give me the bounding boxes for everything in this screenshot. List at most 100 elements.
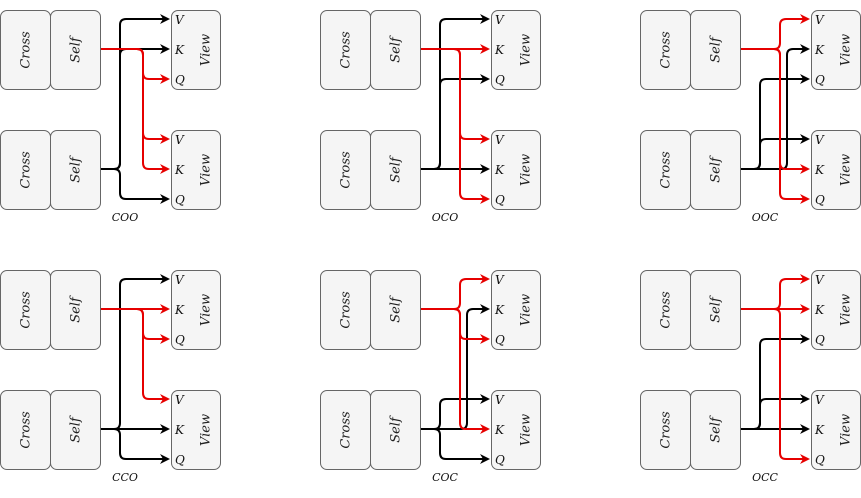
context-route bbox=[101, 18, 168, 170]
routing-panel-coc: Cross Self View V K Q Cross Self View V … bbox=[320, 260, 545, 490]
arrowhead-icon bbox=[800, 74, 810, 84]
query-route bbox=[741, 308, 808, 460]
view-block-bottom: View V K Q bbox=[811, 390, 861, 470]
context-route bbox=[421, 18, 488, 170]
panel-caption: OCC bbox=[752, 471, 778, 484]
context-route bbox=[741, 398, 808, 430]
port-k: K bbox=[175, 423, 184, 437]
port-v: V bbox=[175, 133, 184, 147]
arrowhead-icon bbox=[800, 14, 810, 24]
arrowhead-icon bbox=[480, 134, 490, 144]
routing-panel-oco: Cross Self View V K Q Cross Self View V … bbox=[320, 0, 545, 230]
query-route bbox=[421, 48, 488, 140]
view-block-top: View V K Q bbox=[491, 270, 541, 350]
port-q: Q bbox=[175, 73, 185, 87]
arrowhead-icon bbox=[160, 74, 170, 84]
port-q: Q bbox=[815, 193, 825, 207]
arrowhead-icon bbox=[160, 164, 170, 174]
port-q: Q bbox=[495, 193, 505, 207]
view-block-bottom: View V K Q bbox=[171, 130, 221, 210]
port-k: K bbox=[495, 303, 504, 317]
arrowhead-icon bbox=[480, 424, 490, 434]
query-route bbox=[101, 308, 168, 400]
port-k: K bbox=[815, 303, 824, 317]
port-v: V bbox=[495, 13, 504, 27]
routing-panel-ooc: Cross Self View V K Q Cross Self View V … bbox=[640, 0, 861, 230]
arrowhead-icon bbox=[160, 334, 170, 344]
arrowhead-icon bbox=[800, 194, 810, 204]
arrowhead-icon bbox=[160, 424, 170, 434]
view-block-bottom: View V K Q bbox=[171, 390, 221, 470]
context-route bbox=[101, 428, 168, 460]
routing-panel-coo: Cross Self View V K Q Cross Self View V … bbox=[0, 0, 225, 230]
wires bbox=[741, 274, 810, 464]
port-k: K bbox=[495, 163, 504, 177]
context-route bbox=[101, 278, 168, 430]
wires bbox=[101, 14, 170, 204]
port-q: Q bbox=[175, 453, 185, 467]
arrowhead-icon bbox=[160, 14, 170, 24]
cross-attention-block-top: Cross bbox=[320, 10, 371, 90]
arrowhead-icon bbox=[800, 334, 810, 344]
context-route bbox=[421, 398, 488, 430]
self-attention-block-top: Self bbox=[50, 10, 101, 90]
wires bbox=[101, 274, 170, 464]
view-block-top: View V K Q bbox=[171, 270, 221, 350]
cross-attention-block-bottom: Cross bbox=[640, 130, 691, 210]
arrowhead-icon bbox=[480, 194, 490, 204]
port-v: V bbox=[495, 273, 504, 287]
context-route bbox=[741, 338, 808, 430]
panel-caption: OOC bbox=[751, 211, 779, 224]
context-route bbox=[421, 428, 488, 460]
port-v: V bbox=[175, 13, 184, 27]
arrowhead-icon bbox=[800, 164, 810, 174]
self-attention-block-top: Self bbox=[690, 10, 741, 90]
cross-attention-block-top: Cross bbox=[320, 270, 371, 350]
port-k: K bbox=[815, 163, 824, 177]
port-v: V bbox=[815, 133, 824, 147]
self-attention-block-top: Self bbox=[370, 10, 421, 90]
arrowhead-icon bbox=[800, 394, 810, 404]
port-v: V bbox=[495, 393, 504, 407]
query-route bbox=[741, 48, 808, 200]
port-q: Q bbox=[495, 73, 505, 87]
port-k: K bbox=[175, 43, 184, 57]
context-route bbox=[741, 138, 808, 170]
arrowhead-icon bbox=[480, 164, 490, 174]
arrowhead-icon bbox=[800, 274, 810, 284]
view-block-bottom: View V K Q bbox=[491, 130, 541, 210]
cross-attention-block-bottom: Cross bbox=[320, 130, 371, 210]
port-k: K bbox=[815, 43, 824, 57]
arrowhead-icon bbox=[480, 44, 490, 54]
arrowhead-icon bbox=[480, 454, 490, 464]
port-q: Q bbox=[175, 193, 185, 207]
port-q: Q bbox=[815, 453, 825, 467]
arrowhead-icon bbox=[160, 304, 170, 314]
port-v: V bbox=[495, 133, 504, 147]
port-q: Q bbox=[495, 453, 505, 467]
arrowhead-icon bbox=[160, 194, 170, 204]
arrowhead-icon bbox=[160, 44, 170, 54]
port-q: Q bbox=[175, 333, 185, 347]
panel-caption: COC bbox=[432, 471, 458, 484]
arrowhead-icon bbox=[800, 454, 810, 464]
port-k: K bbox=[175, 303, 184, 317]
self-attention-block-top: Self bbox=[690, 270, 741, 350]
query-route bbox=[101, 48, 168, 170]
arrowhead-icon bbox=[160, 274, 170, 284]
wires bbox=[421, 14, 490, 204]
wires bbox=[741, 14, 810, 204]
query-route bbox=[741, 278, 808, 310]
port-q: Q bbox=[815, 333, 825, 347]
arrowhead-icon bbox=[160, 454, 170, 464]
self-attention-block-bottom: Self bbox=[50, 390, 101, 470]
wires bbox=[421, 274, 490, 464]
query-route bbox=[101, 48, 168, 80]
context-route bbox=[421, 308, 488, 430]
view-block-top: View V K Q bbox=[171, 10, 221, 90]
routing-panel-occ: Cross Self View V K Q Cross Self View V … bbox=[640, 260, 861, 490]
port-q: Q bbox=[495, 333, 505, 347]
view-block-top: View V K Q bbox=[491, 10, 541, 90]
context-route bbox=[101, 168, 168, 200]
query-route bbox=[421, 308, 488, 340]
